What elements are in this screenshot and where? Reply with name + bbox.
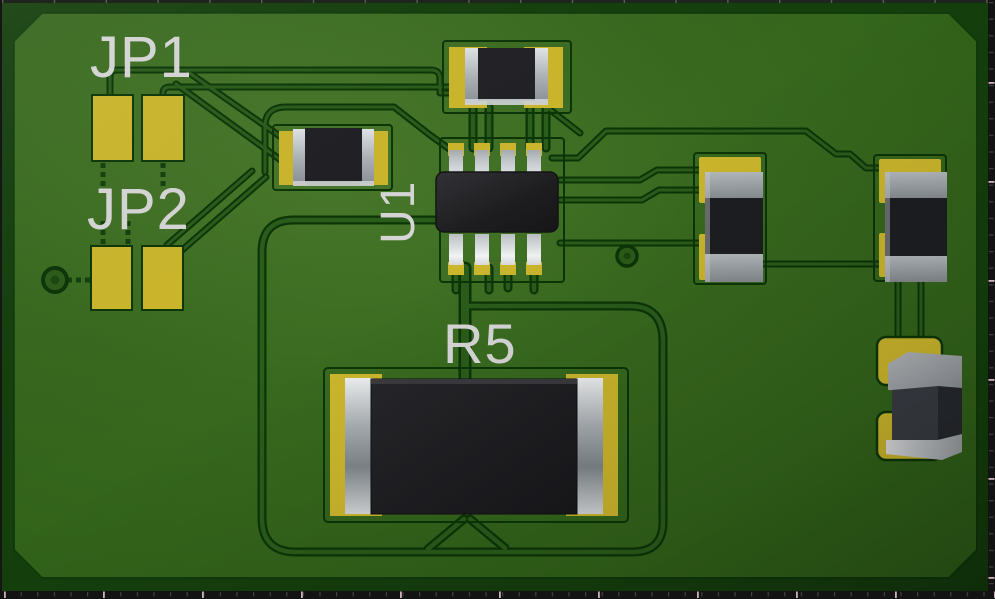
resistor-r5 bbox=[330, 374, 618, 516]
ruler-top bbox=[0, 0, 995, 3]
ruler-left bbox=[0, 0, 2, 599]
capacitor-right bbox=[879, 159, 947, 282]
capacitor-mid bbox=[699, 157, 763, 282]
via bbox=[615, 244, 639, 268]
capacitor-left bbox=[279, 128, 388, 186]
ruler-bottom bbox=[0, 591, 995, 599]
silkscreen-label-u1: U1 bbox=[372, 181, 425, 244]
via bbox=[41, 266, 69, 294]
silkscreen-label-r5: R5 bbox=[443, 312, 517, 375]
ruler-right bbox=[988, 0, 995, 599]
capacitor-top bbox=[449, 47, 563, 108]
silkscreen-label-jp1: JP1 bbox=[90, 25, 193, 90]
silkscreen-label-jp2: JP2 bbox=[87, 177, 190, 242]
